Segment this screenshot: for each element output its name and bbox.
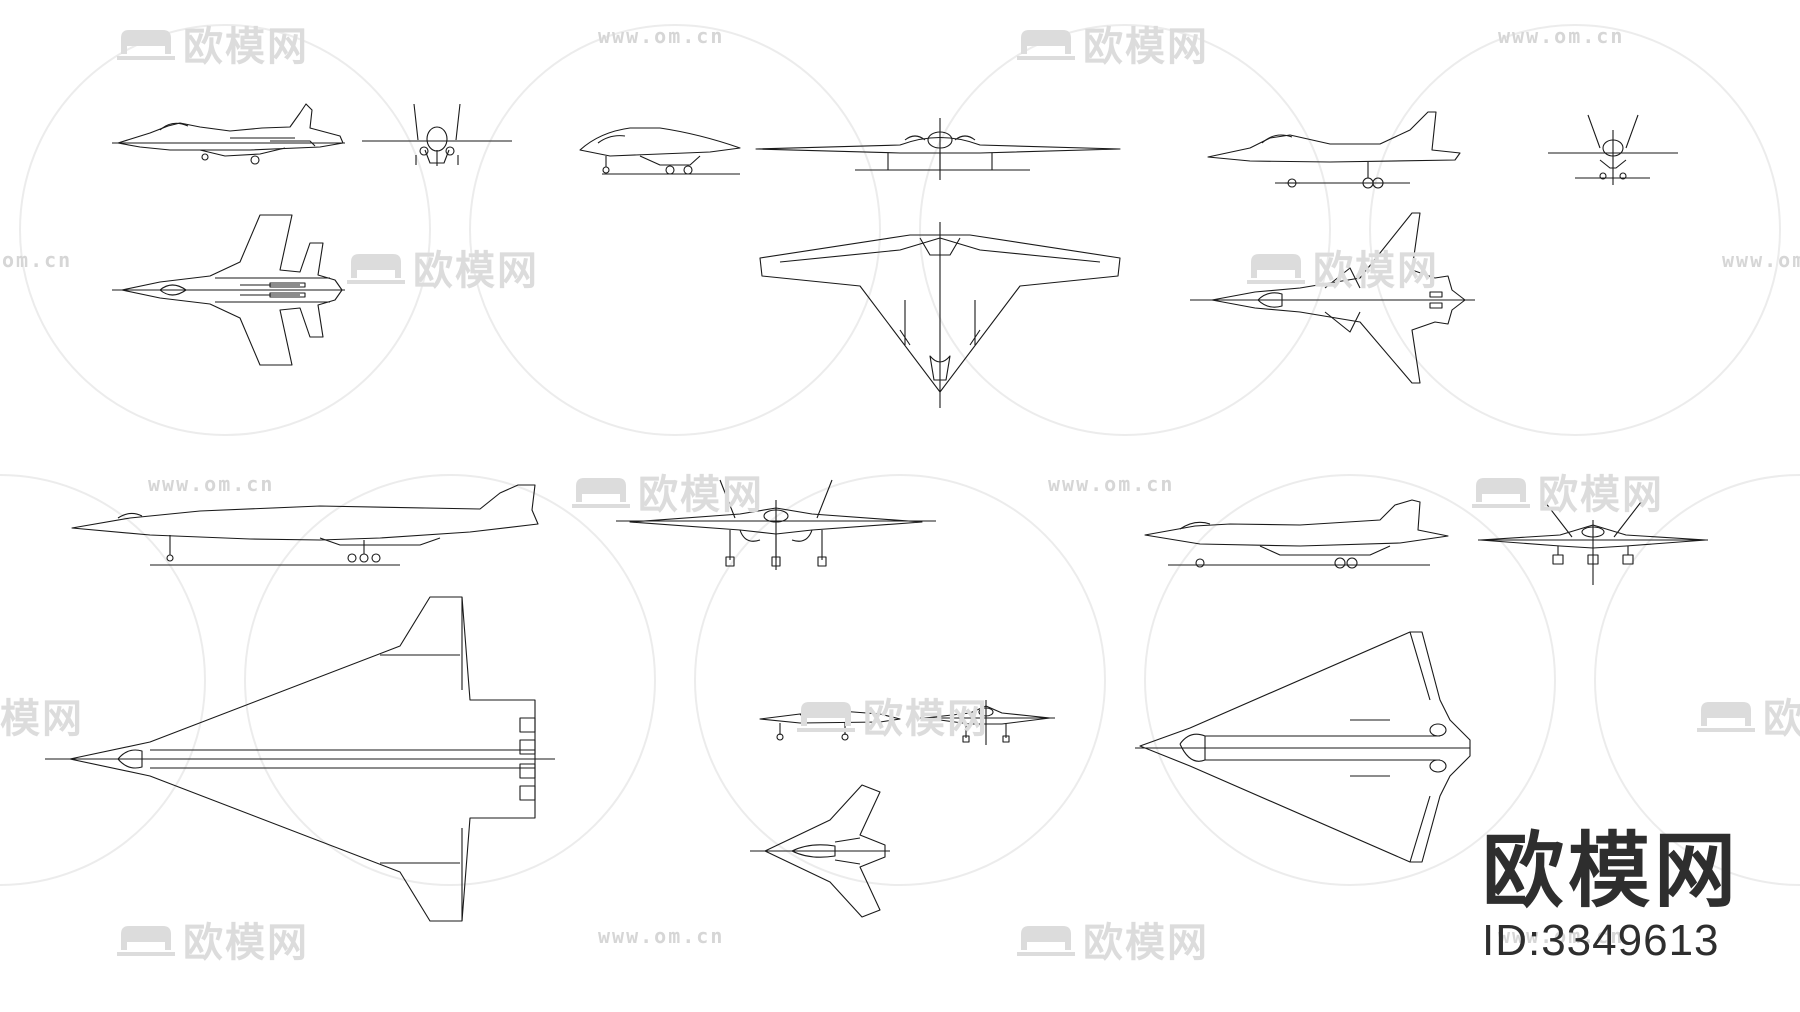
sofa-logo-icon [347,254,405,284]
sofa-logo-icon [1247,254,1305,284]
watermark-logo: 欧模网 [345,238,539,296]
watermark-logo-partial: 欧模网 [1695,686,1800,744]
sofa-logo-icon [1017,926,1075,956]
su27-top-view [112,214,345,366]
sofa-logo-icon [1697,702,1755,732]
su27-front-view [362,103,512,166]
watermark-url: www.om.cn [1722,248,1800,272]
delta-top-view [1135,631,1471,863]
brand-block: 欧模网 ID:3349613 [1482,828,1740,966]
su27-side-view [112,103,345,165]
flying-wing-front-view [755,118,1121,180]
watermark-logo: 欧模网 [115,14,309,72]
sofa-logo-icon [117,926,175,956]
watermark-circles [0,24,1800,886]
watermark-url: www.om.cn [598,924,725,948]
uav-front-view [920,700,1055,745]
watermark-url: www.om.cn [148,472,275,496]
watermark-url: www.om.cn [598,24,725,48]
sofa-logo-icon [797,702,855,732]
watermark-url: www.om.cn [1498,924,1625,948]
sofa-logo-icon [1472,478,1530,508]
stealth-front-view [616,479,936,570]
flying-wing-side-view [579,127,741,175]
watermark-url: www.om.cn [1498,24,1625,48]
model-id: ID:3349613 [1481,916,1720,965]
canard-front-view [1548,114,1678,185]
canard-top-view [1190,212,1475,384]
sofa-logo-icon [572,478,630,508]
watermark-url-fragment: om.cn [2,248,73,272]
watermark-url: www.om.cn [1048,472,1175,496]
strike-top-view [45,596,555,922]
watermark-logo-fragment: 模网 [0,696,84,742]
sofa-logo-icon [117,30,175,60]
watermark-logo: 欧模网 [795,686,989,744]
watermark-logo: 欧模网 [1015,14,1209,72]
watermark-logo: 欧模网 [570,462,764,520]
brand-name: 欧模网 [1481,824,1740,919]
canard-side-view [1207,111,1461,189]
sofa-logo-icon [1017,30,1075,60]
delta-front-view [1478,501,1708,585]
watermark-logo: 欧模网 [1015,910,1209,968]
watermark-logo: 欧模网 [1245,238,1439,296]
uav-top-view [750,784,890,918]
strike-side-view [71,484,539,566]
watermark-logo: 欧模网 [1470,462,1664,520]
watermark-logo: 欧模网 [115,910,309,968]
flying-wing-top-view [759,222,1121,408]
delta-side-view [1144,499,1449,569]
